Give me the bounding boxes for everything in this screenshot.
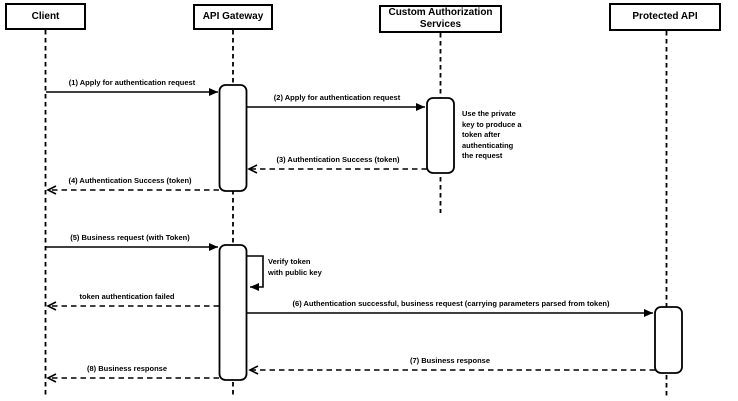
message-label-6: (6) Authentication successful, business … xyxy=(292,299,610,308)
actor-api-gateway: API Gateway xyxy=(193,4,273,30)
message-label-4: (4) Authentication Success (token) xyxy=(68,176,192,185)
message-label-3: (3) Authentication Success (token) xyxy=(276,155,400,164)
actor-client: Client xyxy=(5,3,86,30)
activation-custom-authorization xyxy=(426,97,455,174)
message-label-2: (2) Apply for authentication request xyxy=(273,93,401,102)
actor-custom-authorization-services: Custom Authorization Services xyxy=(379,5,502,33)
activation-protected-api xyxy=(654,306,683,374)
note-private-key: Use the private key to produce a token a… xyxy=(462,109,522,160)
self-message-label-verify-token: Verify token with public key xyxy=(268,257,322,277)
activation-api-gateway-business xyxy=(218,244,248,381)
message-label-7: (7) Business response xyxy=(409,356,491,365)
message-label-8: (8) Business response xyxy=(86,364,168,373)
message-label-token-auth-failed: token authentication failed xyxy=(79,292,175,301)
message-label-1: (1) Apply for authentication request xyxy=(68,78,196,87)
message-label-5: (5) Business request (with Token) xyxy=(70,233,190,242)
arrow-self-verify-token xyxy=(247,255,264,291)
activation-api-gateway-auth xyxy=(218,84,248,192)
actor-protected-api: Protected API xyxy=(609,3,721,31)
